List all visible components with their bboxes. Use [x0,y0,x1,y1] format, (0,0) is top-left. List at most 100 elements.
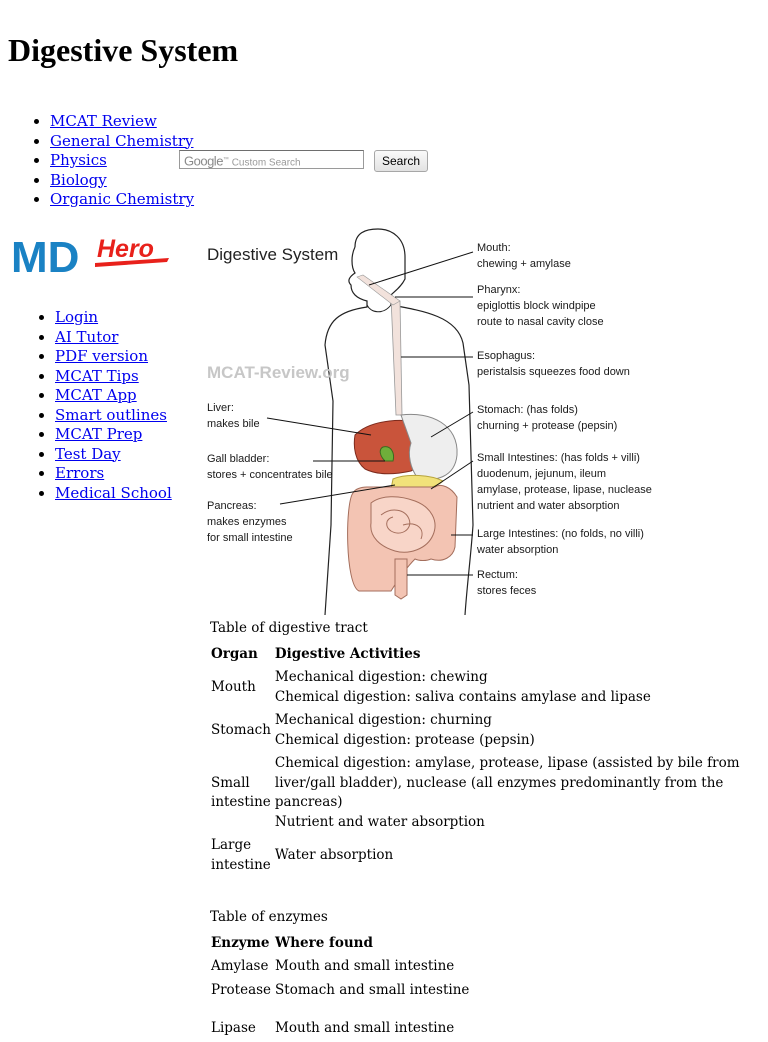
activity-line: Mechanical digestion: chewing [274,669,488,685]
table-row: Stomach Mechanical digestion: churning C… [210,710,753,751]
activity-line: Water absorption [274,846,394,863]
diagram-title: Digestive System [207,245,338,264]
nav-item-organic-chemistry: Organic Chemistry [50,190,194,210]
enzyme-cell: Protease [211,981,272,998]
activity-line: Chemical digestion: amylase, protease, l… [274,755,740,810]
label-small-intestines-desc1: duodenum, jejunum, ileum [477,468,606,480]
nav-link-organic-chemistry[interactable]: Organic Chemistry [50,190,195,208]
label-gall-bladder-desc: stores + concentrates bile [207,469,333,481]
activities-cell: Mechanical digestion: chewing Chemical d… [274,667,753,708]
activities-cell: Mechanical digestion: churning Chemical … [274,710,753,751]
search-button[interactable]: Search [374,150,428,172]
side-link-mcat-tips[interactable]: MCAT Tips [55,366,139,385]
label-stomach-desc: churning + protease (pepsin) [477,420,617,432]
label-mouth-title: Mouth: [477,242,511,254]
esophagus-tube [390,296,403,416]
rectum-shape [394,558,408,600]
side-link-pdf-version[interactable]: PDF version [55,347,149,365]
mdhero-logo[interactable]: MD Hero [11,232,173,280]
liver-line [266,417,372,436]
label-liver-title: Liver: [207,402,234,414]
label-pharynx-desc2: route to nasal cavity close [477,316,604,328]
nav-link-mcat-review[interactable]: MCAT Review [50,112,157,130]
activities-cell: Chemical digestion: amylase, protease, l… [274,753,753,833]
table-spacer [210,878,755,908]
header-organ: Organ [211,645,258,662]
enzyme-cell: Amylase [211,958,269,974]
logo-hero-text: Hero [97,235,154,263]
digestive-tract-table: Organ Digestive Activities Mouth Mechani… [208,642,755,879]
small-intestine-coil-2 [402,523,423,540]
label-pancreas-desc1: makes enzymes [207,516,287,528]
where-found-cell: Mouth and small intestine [275,1020,455,1036]
side-link-mcat-prep[interactable]: MCAT Prep [55,425,143,443]
gall-bladder-shape [379,446,394,462]
side-link-medical-school[interactable]: Medical School [55,483,172,502]
table-row: Large intestine Water absorption [210,835,753,876]
table-header-row: Organ Digestive Activities [210,644,753,666]
table-row: Lipase Mouth and small intestine [210,1003,470,1040]
enzyme-cell: Lipase [211,1020,256,1036]
nav-item-mcat-review: MCAT Review [50,112,194,132]
small-intestines-line [430,460,474,490]
side-item-errors: Errors [55,464,172,484]
side-item-mcat-tips: MCAT Tips [55,367,172,387]
table-row: Protease Stomach and small intestine [210,980,470,1002]
side-link-ai-tutor[interactable]: AI Tutor [55,327,119,346]
label-pancreas-title: Pancreas: [207,500,257,512]
nav-item-biology: Biology [50,171,194,191]
side-link-mcat-app[interactable]: MCAT App [55,386,137,404]
activity-line: Chemical digestion: saliva contains amyl… [274,688,651,705]
pharynx-shape [356,274,401,306]
label-small-intestines-desc2: amylase, protease, lipase, nuclease [477,484,652,496]
label-large-intestines-desc: water absorption [476,544,558,556]
label-pharynx-title: Pharynx: [477,284,520,296]
table-row: Mouth Mechanical digestion: chewing Chem… [210,667,753,708]
header-digestive-activities: Digestive Activities [274,645,421,662]
small-intestine-shape [370,496,436,553]
label-small-intestines-desc3: nutrient and water absorption [477,500,619,512]
side-nav: Login AI Tutor PDF version MCAT Tips MCA… [37,308,172,503]
label-large-intestines-title: Large Intestines: (no folds, no villi) [477,528,644,540]
where-found-cell: Stomach and small intestine [275,981,470,998]
side-link-login[interactable]: Login [55,308,99,326]
table-row: Small intestine Chemical digestion: amyl… [210,753,753,833]
search-placeholder-brand: Google [184,153,223,169]
where-found-cell: Mouth and small intestine [275,958,455,974]
side-item-ai-tutor: AI Tutor [55,328,172,348]
side-item-login: Login [55,308,172,328]
pancreas-line [279,484,396,505]
diagram-watermark: MCAT-Review.org [207,363,350,382]
side-link-smart-outlines[interactable]: Smart outlines [55,405,167,424]
side-link-errors[interactable]: Errors [55,464,105,482]
nav-item-general-chemistry: General Chemistry [50,132,194,152]
logo-swoosh [95,258,169,267]
body-outline-right [354,228,474,616]
label-liver-desc: makes bile [207,418,260,430]
header-enzyme: Enzyme [211,934,270,951]
nav-link-physics[interactable]: Physics [50,151,107,169]
label-pharynx-desc1: epiglottis block windpipe [477,300,596,312]
activity-line: Chemical digestion: protease (pepsin) [274,731,535,748]
neck-line [366,304,392,313]
table-header-row: Enzyme Where found [210,933,470,955]
organ-cell: Mouth [211,678,256,695]
side-item-mcat-app: MCAT App [55,386,172,406]
nav-link-general-chemistry[interactable]: General Chemistry [50,131,194,150]
activity-line: Mechanical digestion: churning [274,712,492,728]
table-row: Amylase Mouth and small intestine [210,956,470,978]
label-mouth-desc: chewing + amylase [477,258,571,270]
activity-line: Nutrient and water absorption [274,813,485,830]
body-outline-left [324,246,368,616]
side-link-test-day[interactable]: Test Day [55,444,121,463]
label-esophagus-title: Esophagus: [477,350,535,362]
nav-link-biology[interactable]: Biology [50,170,107,189]
mouth-line [368,251,474,286]
trademark-mark: ™ [222,157,229,163]
label-esophagus-desc: peristalsis squeezes food down [477,366,630,378]
digestive-system-diagram: Digestive System MCAT-Review.org Mouth: … [207,228,652,616]
side-item-medical-school: Medical School [55,484,172,504]
label-gall-bladder-title: Gall bladder: [207,453,269,465]
search-input[interactable]: Google™ Custom Search [179,150,364,169]
page-title: Digestive System [8,32,239,68]
